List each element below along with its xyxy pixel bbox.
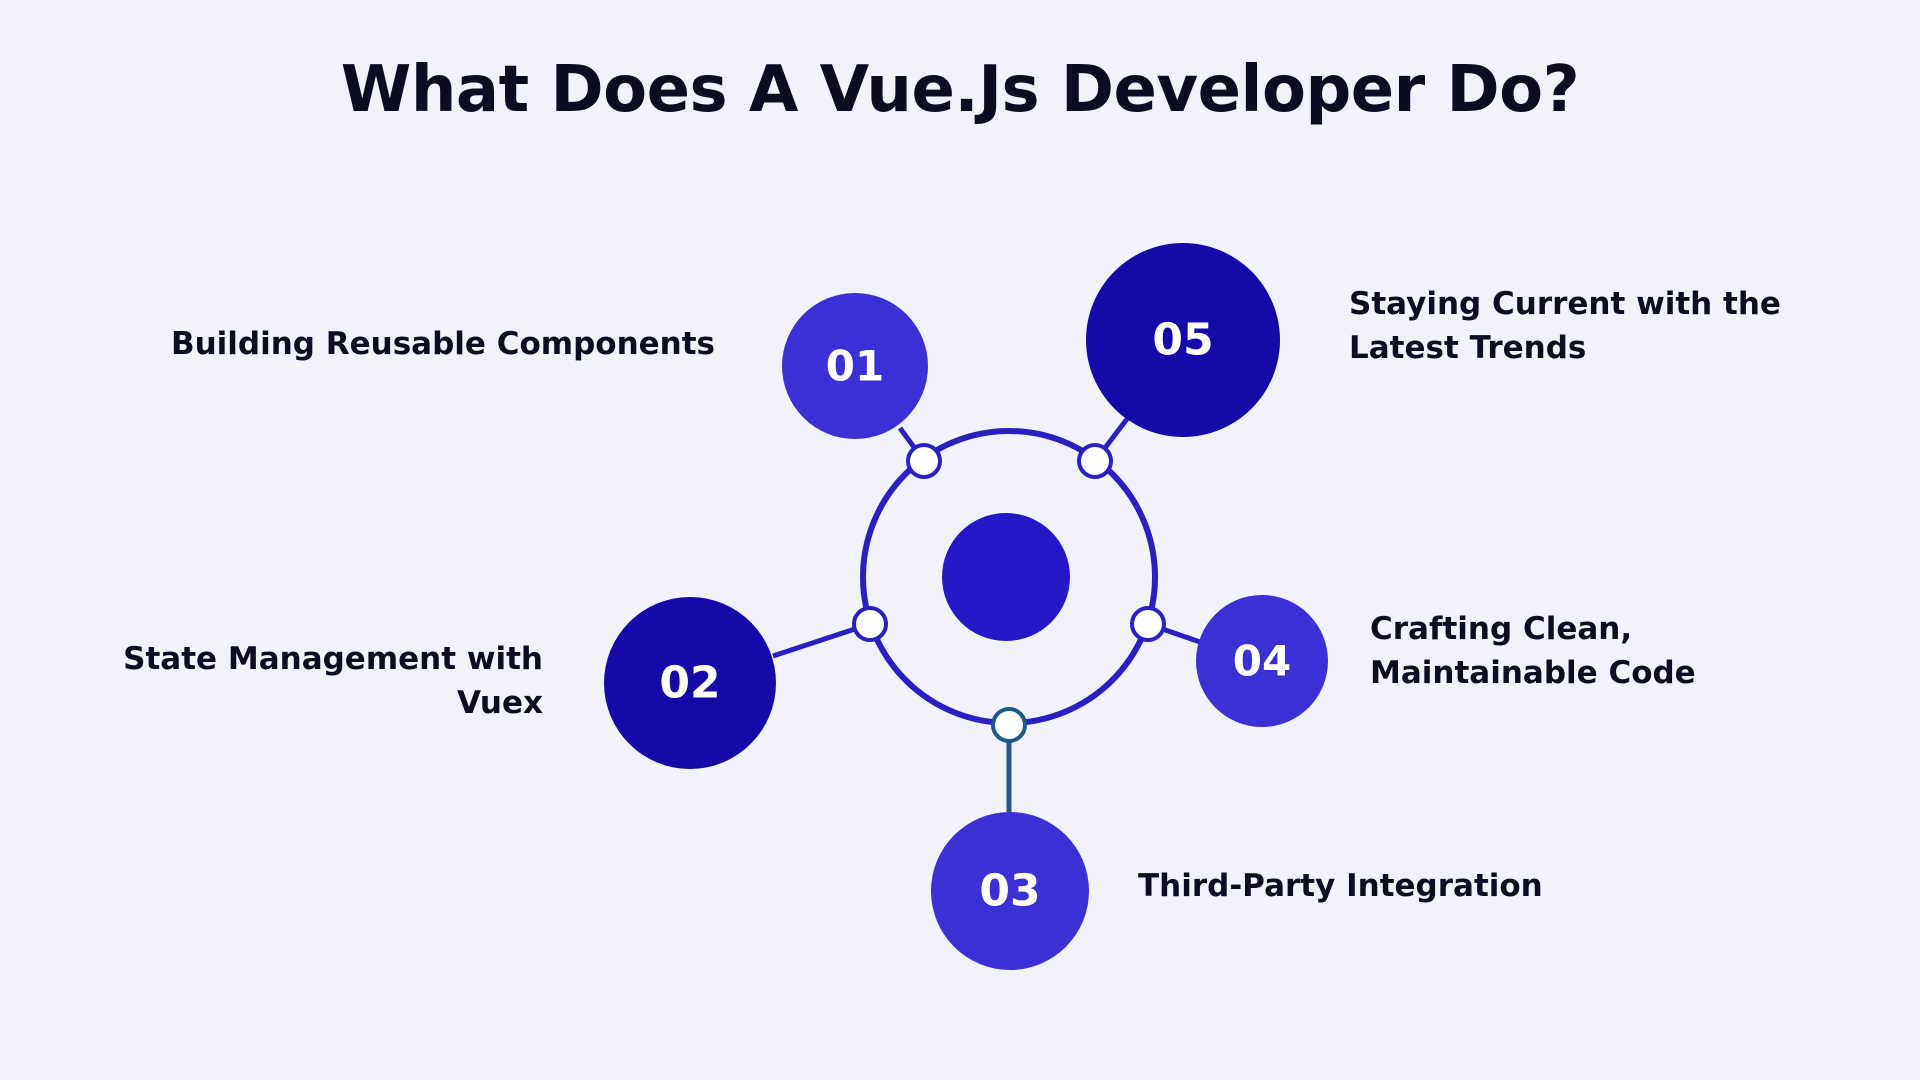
ring-dot-05 bbox=[1077, 443, 1113, 479]
ring-dot-02 bbox=[852, 606, 888, 642]
ring-dot-03 bbox=[991, 707, 1027, 743]
label-01-line-1: Building Reusable Components bbox=[170, 326, 715, 362]
node-01: 01 bbox=[782, 293, 928, 439]
node-03: 03 bbox=[931, 812, 1089, 970]
label-04: Crafting Clean, Maintainable Code bbox=[1370, 607, 1696, 695]
label-01: Building Reusable Components bbox=[160, 322, 715, 366]
label-02-line-1: State Management with bbox=[123, 641, 543, 677]
label-02: State Management with Vuex bbox=[100, 637, 543, 725]
label-05-line-2: Latest Trends bbox=[1349, 330, 1587, 366]
label-05: Staying Current with the Latest Trends bbox=[1349, 282, 1781, 370]
label-04-line-1: Crafting Clean, bbox=[1370, 611, 1633, 647]
node-04: 04 bbox=[1196, 595, 1328, 727]
node-05-number: 05 bbox=[1152, 315, 1213, 366]
ring-dot-01 bbox=[906, 443, 942, 479]
label-03: Third-Party Integration bbox=[1138, 864, 1543, 908]
node-02: 02 bbox=[604, 597, 776, 769]
hub-center bbox=[942, 513, 1070, 641]
node-02-number: 02 bbox=[659, 658, 720, 709]
label-03-line-1: Third-Party Integration bbox=[1138, 868, 1543, 904]
label-05-line-1: Staying Current with the bbox=[1349, 286, 1781, 322]
label-04-line-2: Maintainable Code bbox=[1370, 655, 1696, 691]
node-05: 05 bbox=[1086, 243, 1280, 437]
page-title: What Does A Vue.Js Developer Do? bbox=[340, 53, 1580, 127]
node-03-number: 03 bbox=[979, 866, 1040, 917]
ring-dot-04 bbox=[1130, 606, 1166, 642]
node-04-number: 04 bbox=[1233, 637, 1291, 686]
node-01-number: 01 bbox=[826, 342, 884, 391]
label-02-line-2: Vuex bbox=[457, 685, 543, 721]
